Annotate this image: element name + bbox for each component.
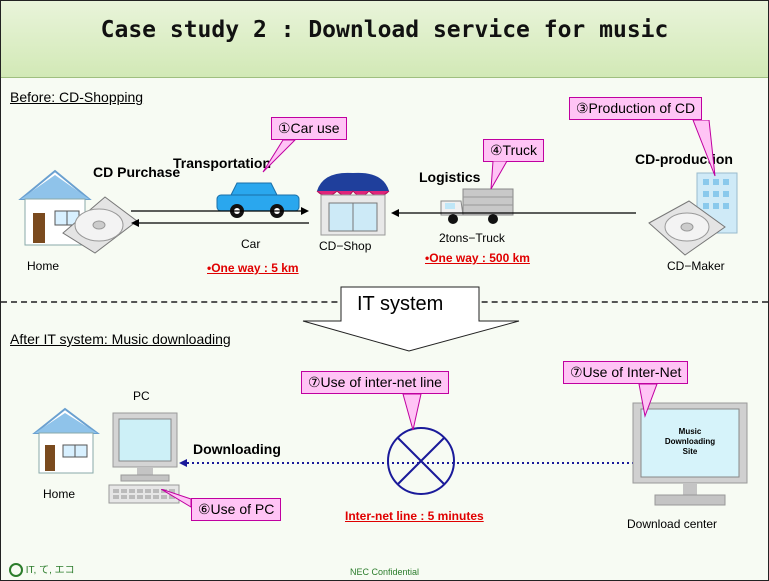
car-route-arrows <box>131 207 309 227</box>
title-bar <box>1 1 768 78</box>
it-system-label: IT system <box>357 293 444 315</box>
cd-purchase-label: CD Purchase <box>93 164 181 180</box>
download-line <box>179 459 635 467</box>
site-text-2: Downloading <box>664 437 716 446</box>
home-icon <box>18 169 92 246</box>
logo-text: IT, て, エコ <box>25 565 75 576</box>
cd-maker-icon <box>648 172 738 256</box>
site-text-1: Music <box>678 427 702 436</box>
after-section-label: After IT system: Music downloading <box>10 331 231 347</box>
truck-icon <box>440 188 514 224</box>
company-logo: IT, て, エコ <box>9 561 75 578</box>
truck-label: 2tons−Truck <box>439 231 505 245</box>
cd-shop-icon <box>316 172 390 236</box>
internet-line-icon <box>387 427 455 495</box>
car-label: Car <box>241 237 261 251</box>
callout-car-use: ①Car use <box>271 117 347 140</box>
home-label-after: Home <box>43 487 76 501</box>
site-text-3: Site <box>682 447 698 456</box>
logistics-arrow <box>391 209 636 217</box>
callout-internet-line: ⑦Use of inter-net line <box>301 371 449 394</box>
download-center-icon <box>632 402 748 506</box>
cd-maker-label: CD−Maker <box>667 259 725 273</box>
site-text: Music Downloading Site <box>632 427 748 457</box>
cd-case-icon <box>62 196 138 254</box>
pc-label: PC <box>133 389 150 403</box>
callout-use-of-pc: ⑥Use of PC <box>191 498 282 521</box>
callout-production: ③Production of CD <box>569 97 703 120</box>
home-label-before: Home <box>27 259 60 273</box>
callout-pc-pointer <box>161 489 192 508</box>
callout-truck-pointer <box>490 161 508 190</box>
transportation-label: Transportation <box>173 155 272 171</box>
internet-time: Inter-net line : 5 minutes <box>345 509 484 523</box>
slide-title: Case study 2 : Download service for musi… <box>100 17 669 43</box>
car-distance: •One way : 5 km <box>207 261 299 275</box>
download-center-label: Download center <box>627 517 718 531</box>
logistics-label: Logistics <box>419 169 481 185</box>
callout-use-of-internet: ⑦Use of Inter-Net <box>563 361 689 384</box>
callout-line-pointer <box>402 394 422 431</box>
before-section-label: Before: CD-Shopping <box>10 89 144 105</box>
downloading-label: Downloading <box>193 441 281 457</box>
it-system-arrow <box>302 286 520 352</box>
cd-shop-label: CD−Shop <box>319 239 372 253</box>
callout-truck: ④Truck <box>483 139 545 162</box>
pc-icon <box>108 412 180 504</box>
confidential-label: NEC Confidential <box>349 567 420 577</box>
callout-production-pointer <box>692 120 716 177</box>
home-icon-after <box>32 407 100 474</box>
truck-distance: •One way : 500 km <box>425 251 530 265</box>
callout-internet-pointer <box>638 384 658 418</box>
callout-car-pointer <box>262 140 296 173</box>
